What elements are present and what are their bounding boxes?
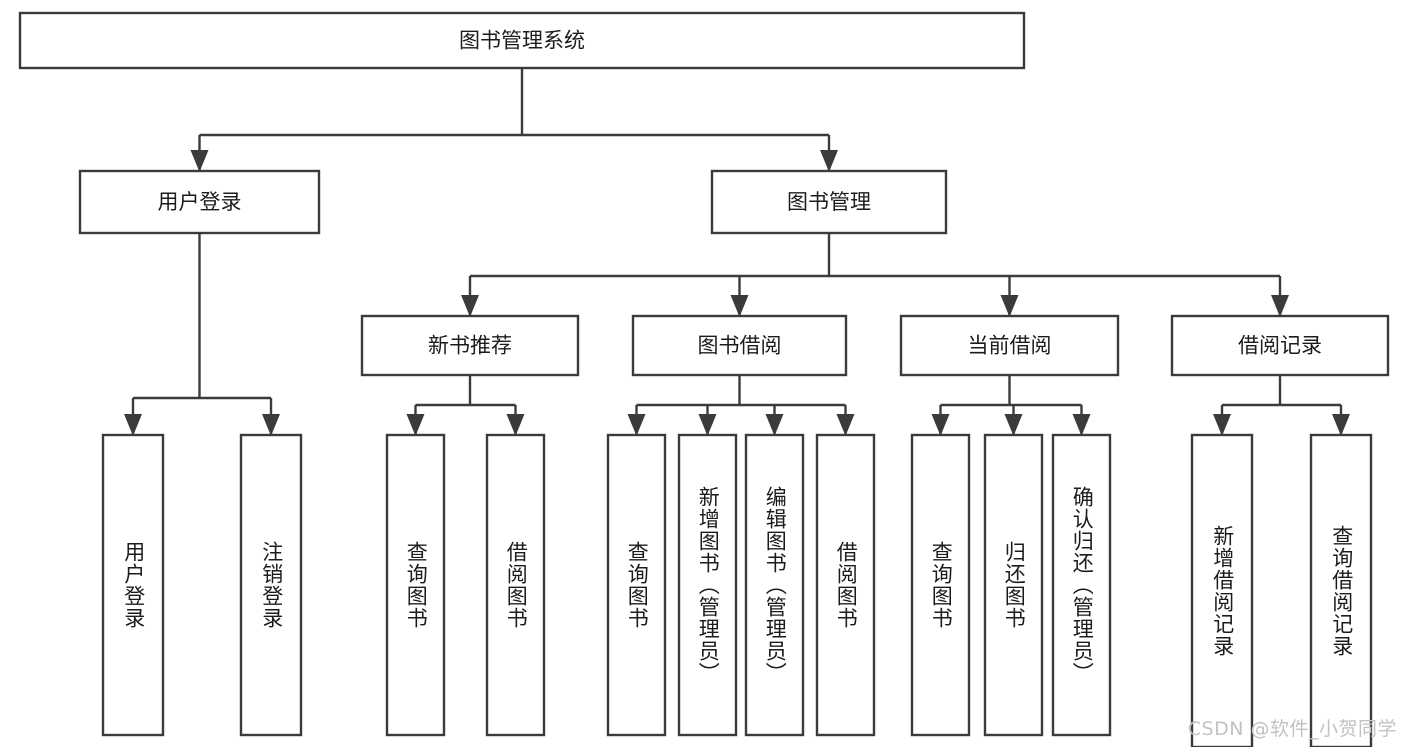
node-label-borrow-record: 借阅记录 <box>1238 334 1322 358</box>
arrow-head-icon-leaf-add-record <box>1213 414 1231 436</box>
node-box-leaf-user-login[interactable] <box>101 433 165 737</box>
node-box-new-book-rec[interactable] <box>360 314 580 377</box>
node-box-root[interactable] <box>18 11 1026 70</box>
node-box-leaf-add-record[interactable] <box>1190 433 1254 749</box>
node-leaf-query-book-borrow[interactable] <box>606 433 667 737</box>
arrow-head-icon-book-manage <box>820 150 838 172</box>
node-box-leaf-logout[interactable] <box>239 433 303 737</box>
node-box-leaf-edit-book[interactable] <box>744 433 805 737</box>
arrow-head-icon-leaf-logout <box>262 414 280 436</box>
node-box-leaf-query-record[interactable] <box>1309 433 1373 749</box>
node-leaf-logout[interactable] <box>239 433 303 737</box>
arrow-head-icon-leaf-return-book <box>1004 414 1023 436</box>
node-current-borrow[interactable]: 当前借阅 <box>899 314 1120 377</box>
node-user-login[interactable]: 用户登录 <box>78 169 321 235</box>
node-box-leaf-add-book[interactable] <box>677 433 738 737</box>
node-root[interactable]: 图书管理系统 <box>18 11 1026 70</box>
node-leaf-query-record[interactable] <box>1309 433 1373 749</box>
node-box-leaf-query-book-borrow[interactable] <box>606 433 667 737</box>
node-box-current-borrow[interactable] <box>899 314 1120 377</box>
node-box-leaf-borrow-book[interactable] <box>815 433 876 737</box>
csdn-watermark: CSDN @软件_小贺同学 <box>1187 718 1397 740</box>
node-label-new-book-rec: 新书推荐 <box>428 334 512 358</box>
node-new-book-rec[interactable]: 新书推荐 <box>360 314 580 377</box>
node-leaf-borrow-book[interactable] <box>815 433 876 737</box>
arrow-head-icon-leaf-user-login <box>124 414 142 436</box>
node-box-book-borrow[interactable] <box>631 314 848 377</box>
node-book-manage[interactable]: 图书管理 <box>710 169 948 235</box>
node-box-borrow-record[interactable] <box>1170 314 1390 377</box>
arrow-head-icon-current-borrow <box>1000 295 1019 317</box>
node-label-book-borrow: 图书借阅 <box>698 334 782 358</box>
node-leaf-borrow-book-rec[interactable] <box>485 433 546 737</box>
arrow-head-icon-user-login <box>190 150 209 172</box>
node-box-book-manage[interactable] <box>710 169 948 235</box>
node-leaf-query-book-cur[interactable] <box>910 433 971 737</box>
arrow-head-icon-borrow-record <box>1271 295 1289 317</box>
node-box-user-login[interactable] <box>78 169 321 235</box>
node-borrow-record[interactable]: 借阅记录 <box>1170 314 1390 377</box>
node-box-leaf-query-book-rec[interactable] <box>385 433 446 737</box>
arrow-head-icon-new-book-rec <box>461 295 479 317</box>
arrow-head-icon-leaf-confirm-return <box>1072 414 1091 436</box>
arrow-head-icon-leaf-add-book <box>698 414 717 436</box>
node-leaf-edit-book[interactable] <box>744 433 805 737</box>
arrow-head-icon-leaf-query-book-borrow <box>627 414 646 436</box>
arrow-head-icon-leaf-edit-book <box>765 414 784 436</box>
node-label-root: 图书管理系统 <box>459 29 585 53</box>
arrow-head-icon-book-borrow <box>730 295 749 317</box>
node-label-current-borrow: 当前借阅 <box>968 334 1052 358</box>
node-box-leaf-confirm-return[interactable] <box>1051 433 1112 737</box>
node-leaf-return-book[interactable] <box>983 433 1044 737</box>
node-leaf-user-login[interactable] <box>101 433 165 737</box>
node-leaf-confirm-return[interactable] <box>1051 433 1112 737</box>
node-box-leaf-query-book-cur[interactable] <box>910 433 971 737</box>
node-label-user-login: 用户登录 <box>158 190 242 214</box>
node-leaf-add-record[interactable] <box>1190 433 1254 749</box>
node-leaf-query-book-rec[interactable] <box>385 433 446 737</box>
node-label-book-manage: 图书管理 <box>787 190 871 214</box>
node-box-leaf-borrow-book-rec[interactable] <box>485 433 546 737</box>
arrow-head-icon-leaf-borrow-book <box>836 414 855 436</box>
arrow-head-icon-leaf-query-record <box>1332 414 1350 436</box>
arrow-head-icon-leaf-query-book-cur <box>931 414 950 436</box>
node-box-leaf-return-book[interactable] <box>983 433 1044 737</box>
node-leaf-add-book[interactable] <box>677 433 738 737</box>
arrow-head-icon-leaf-borrow-book-rec <box>506 414 525 436</box>
node-book-borrow[interactable]: 图书借阅 <box>631 314 848 377</box>
arrow-head-icon-leaf-query-book-rec <box>406 414 425 436</box>
